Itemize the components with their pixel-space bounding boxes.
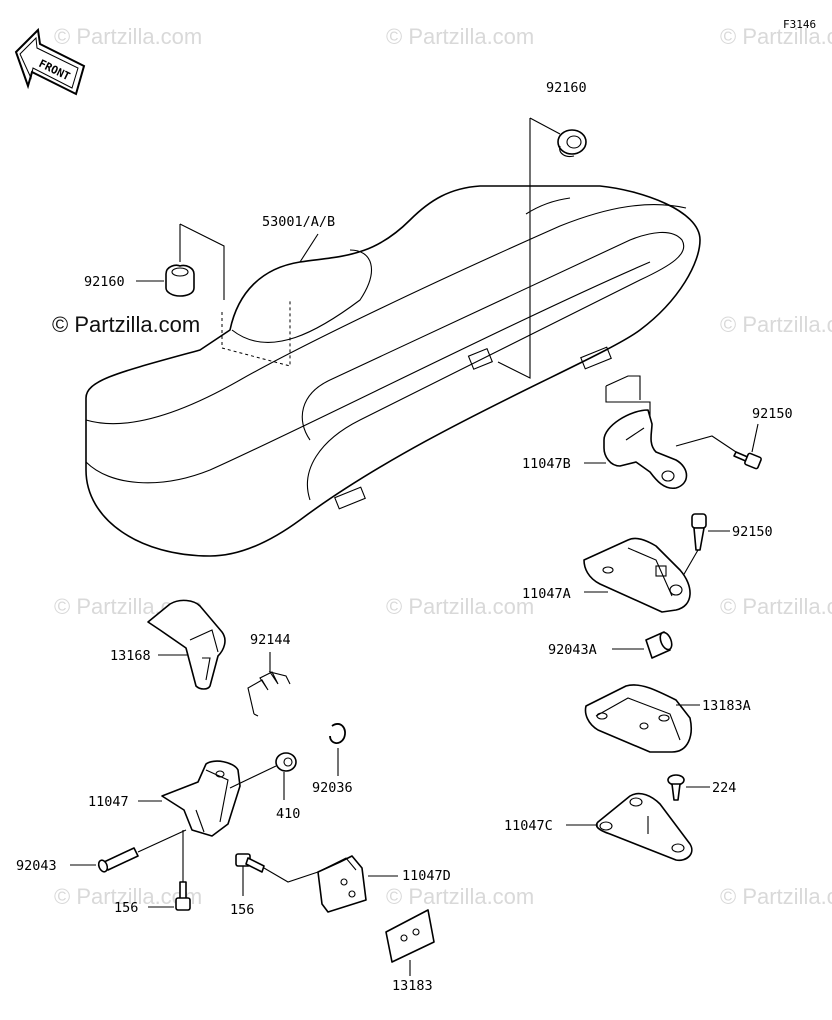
watermark: © Partzilla.com (386, 594, 534, 619)
watermark: © Partzilla.com (720, 594, 832, 619)
watermark: © Partzilla.com (720, 884, 832, 909)
front-arrow-icon: FRONT (14, 27, 86, 96)
plate-13183A (584, 684, 692, 753)
label-92160-top: 92160 (546, 80, 587, 96)
washer-410 (275, 752, 297, 772)
label-11047B: 11047B (522, 456, 571, 472)
label-156-left: 156 (114, 900, 138, 916)
clip-92036 (329, 723, 346, 744)
damper-92160-top (557, 129, 587, 158)
label-92160-left: 92160 (84, 274, 125, 290)
bolt-156-left (175, 881, 191, 911)
label-92144: 92144 (250, 632, 291, 648)
watermark: © Partzilla.com (386, 884, 534, 909)
label-11047A: 11047A (522, 586, 571, 602)
screw-224 (667, 774, 685, 801)
label-53001: 53001/A/B (262, 214, 335, 230)
screw-92150-upper (733, 451, 762, 470)
label-224: 224 (712, 780, 736, 796)
label-13183A: 13183A (702, 698, 751, 714)
bracket-11047B (603, 409, 688, 490)
screw-92150-lower (691, 513, 707, 551)
label-92043: 92043 (16, 858, 57, 874)
label-410: 410 (276, 806, 300, 822)
pad-13183 (385, 909, 435, 963)
spring-92144 (247, 671, 291, 717)
bolt-156-mid (235, 853, 265, 873)
label-92043A: 92043A (548, 642, 597, 658)
watermark: © Partzilla.com (54, 24, 202, 49)
collar-92043A (645, 631, 673, 659)
bolt-92043 (97, 847, 139, 873)
seat-assembly (85, 185, 701, 557)
label-11047: 11047 (88, 794, 129, 810)
watermark-dark: © Partzilla.com (52, 312, 200, 337)
label-11047D: 11047D (402, 868, 451, 884)
watermark: © Partzilla.com (386, 24, 534, 49)
label-92036: 92036 (312, 780, 353, 796)
label-11047C: 11047C (504, 818, 553, 834)
bracket-11047D (317, 855, 367, 913)
label-156-mid: 156 (230, 902, 254, 918)
bracket-11047 (161, 760, 241, 837)
label-92150-a: 92150 (752, 406, 793, 422)
watermark: © Partzilla.com (720, 312, 832, 337)
bracket-13168 (147, 599, 226, 690)
damper-92160-left (165, 264, 195, 297)
label-13168: 13168 (110, 648, 151, 664)
bracket-11047C (595, 792, 693, 862)
label-13183: 13183 (392, 978, 433, 994)
bracket-11047A (583, 537, 691, 613)
label-92150-b: 92150 (732, 524, 773, 540)
watermark: © Partzilla.com (720, 24, 832, 49)
diagram-code: F3146 (783, 18, 816, 31)
